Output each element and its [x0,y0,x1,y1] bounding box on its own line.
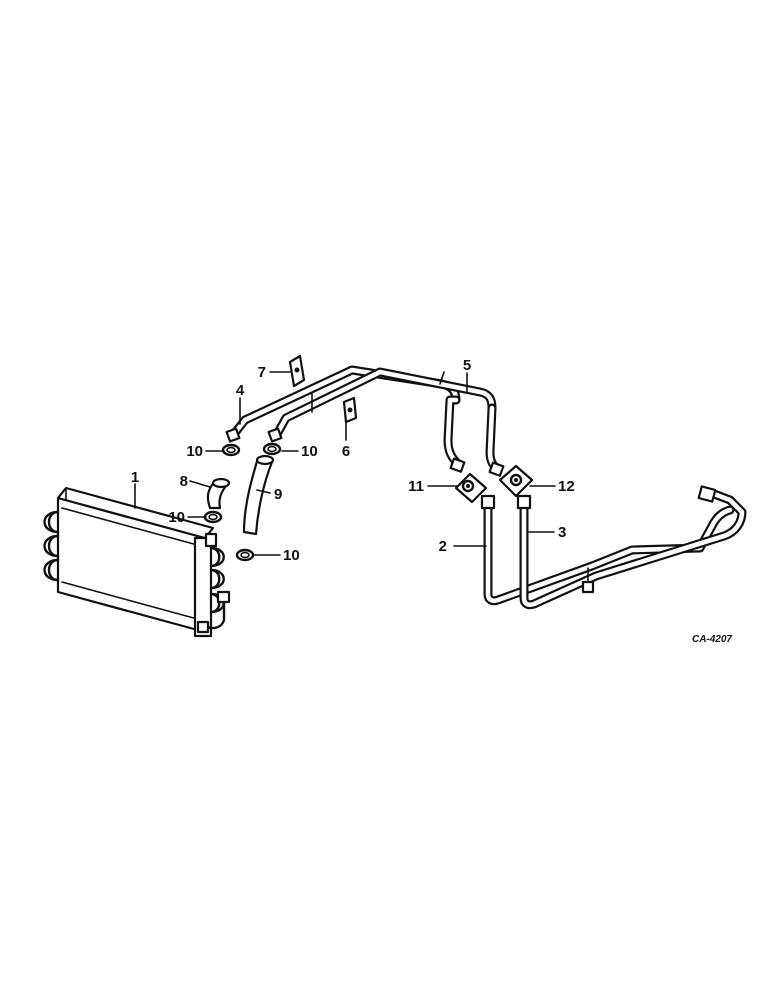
bracket-12 [498,464,534,498]
clamp-6 [342,396,358,424]
callout-4: 4 [236,382,245,399]
condenser [43,486,231,638]
callout-11: 11 [408,478,424,495]
callout-6: 6 [342,443,350,460]
callout-7: 7 [258,364,266,381]
callout-12: 12 [558,478,575,495]
callout-1: 1 [131,469,139,486]
hose-9 [242,454,275,536]
tube-5 [267,367,505,477]
o-ring-10c [203,510,223,524]
o-ring-10b [262,442,282,456]
callout-10-b: 10 [301,443,318,460]
bracket-11 [454,472,488,504]
callout-10-a: 10 [186,443,203,460]
hose-8 [206,477,231,510]
callout-8: 8 [180,473,188,490]
callout-10-c: 10 [168,509,185,526]
tube-3 [516,485,747,610]
callout-2: 2 [439,538,447,555]
callout-5: 5 [463,357,471,374]
callout-9: 9 [274,486,282,503]
callout-3: 3 [558,524,566,541]
o-ring-10a [221,443,241,457]
tube-2 [480,494,735,606]
leader-lines [134,371,556,556]
clamp-7 [288,354,306,388]
callout-10-d: 10 [283,547,300,564]
o-ring-10d [235,548,255,562]
figure-reference: CA-4207 [692,634,732,645]
tube-fitting [581,567,595,594]
